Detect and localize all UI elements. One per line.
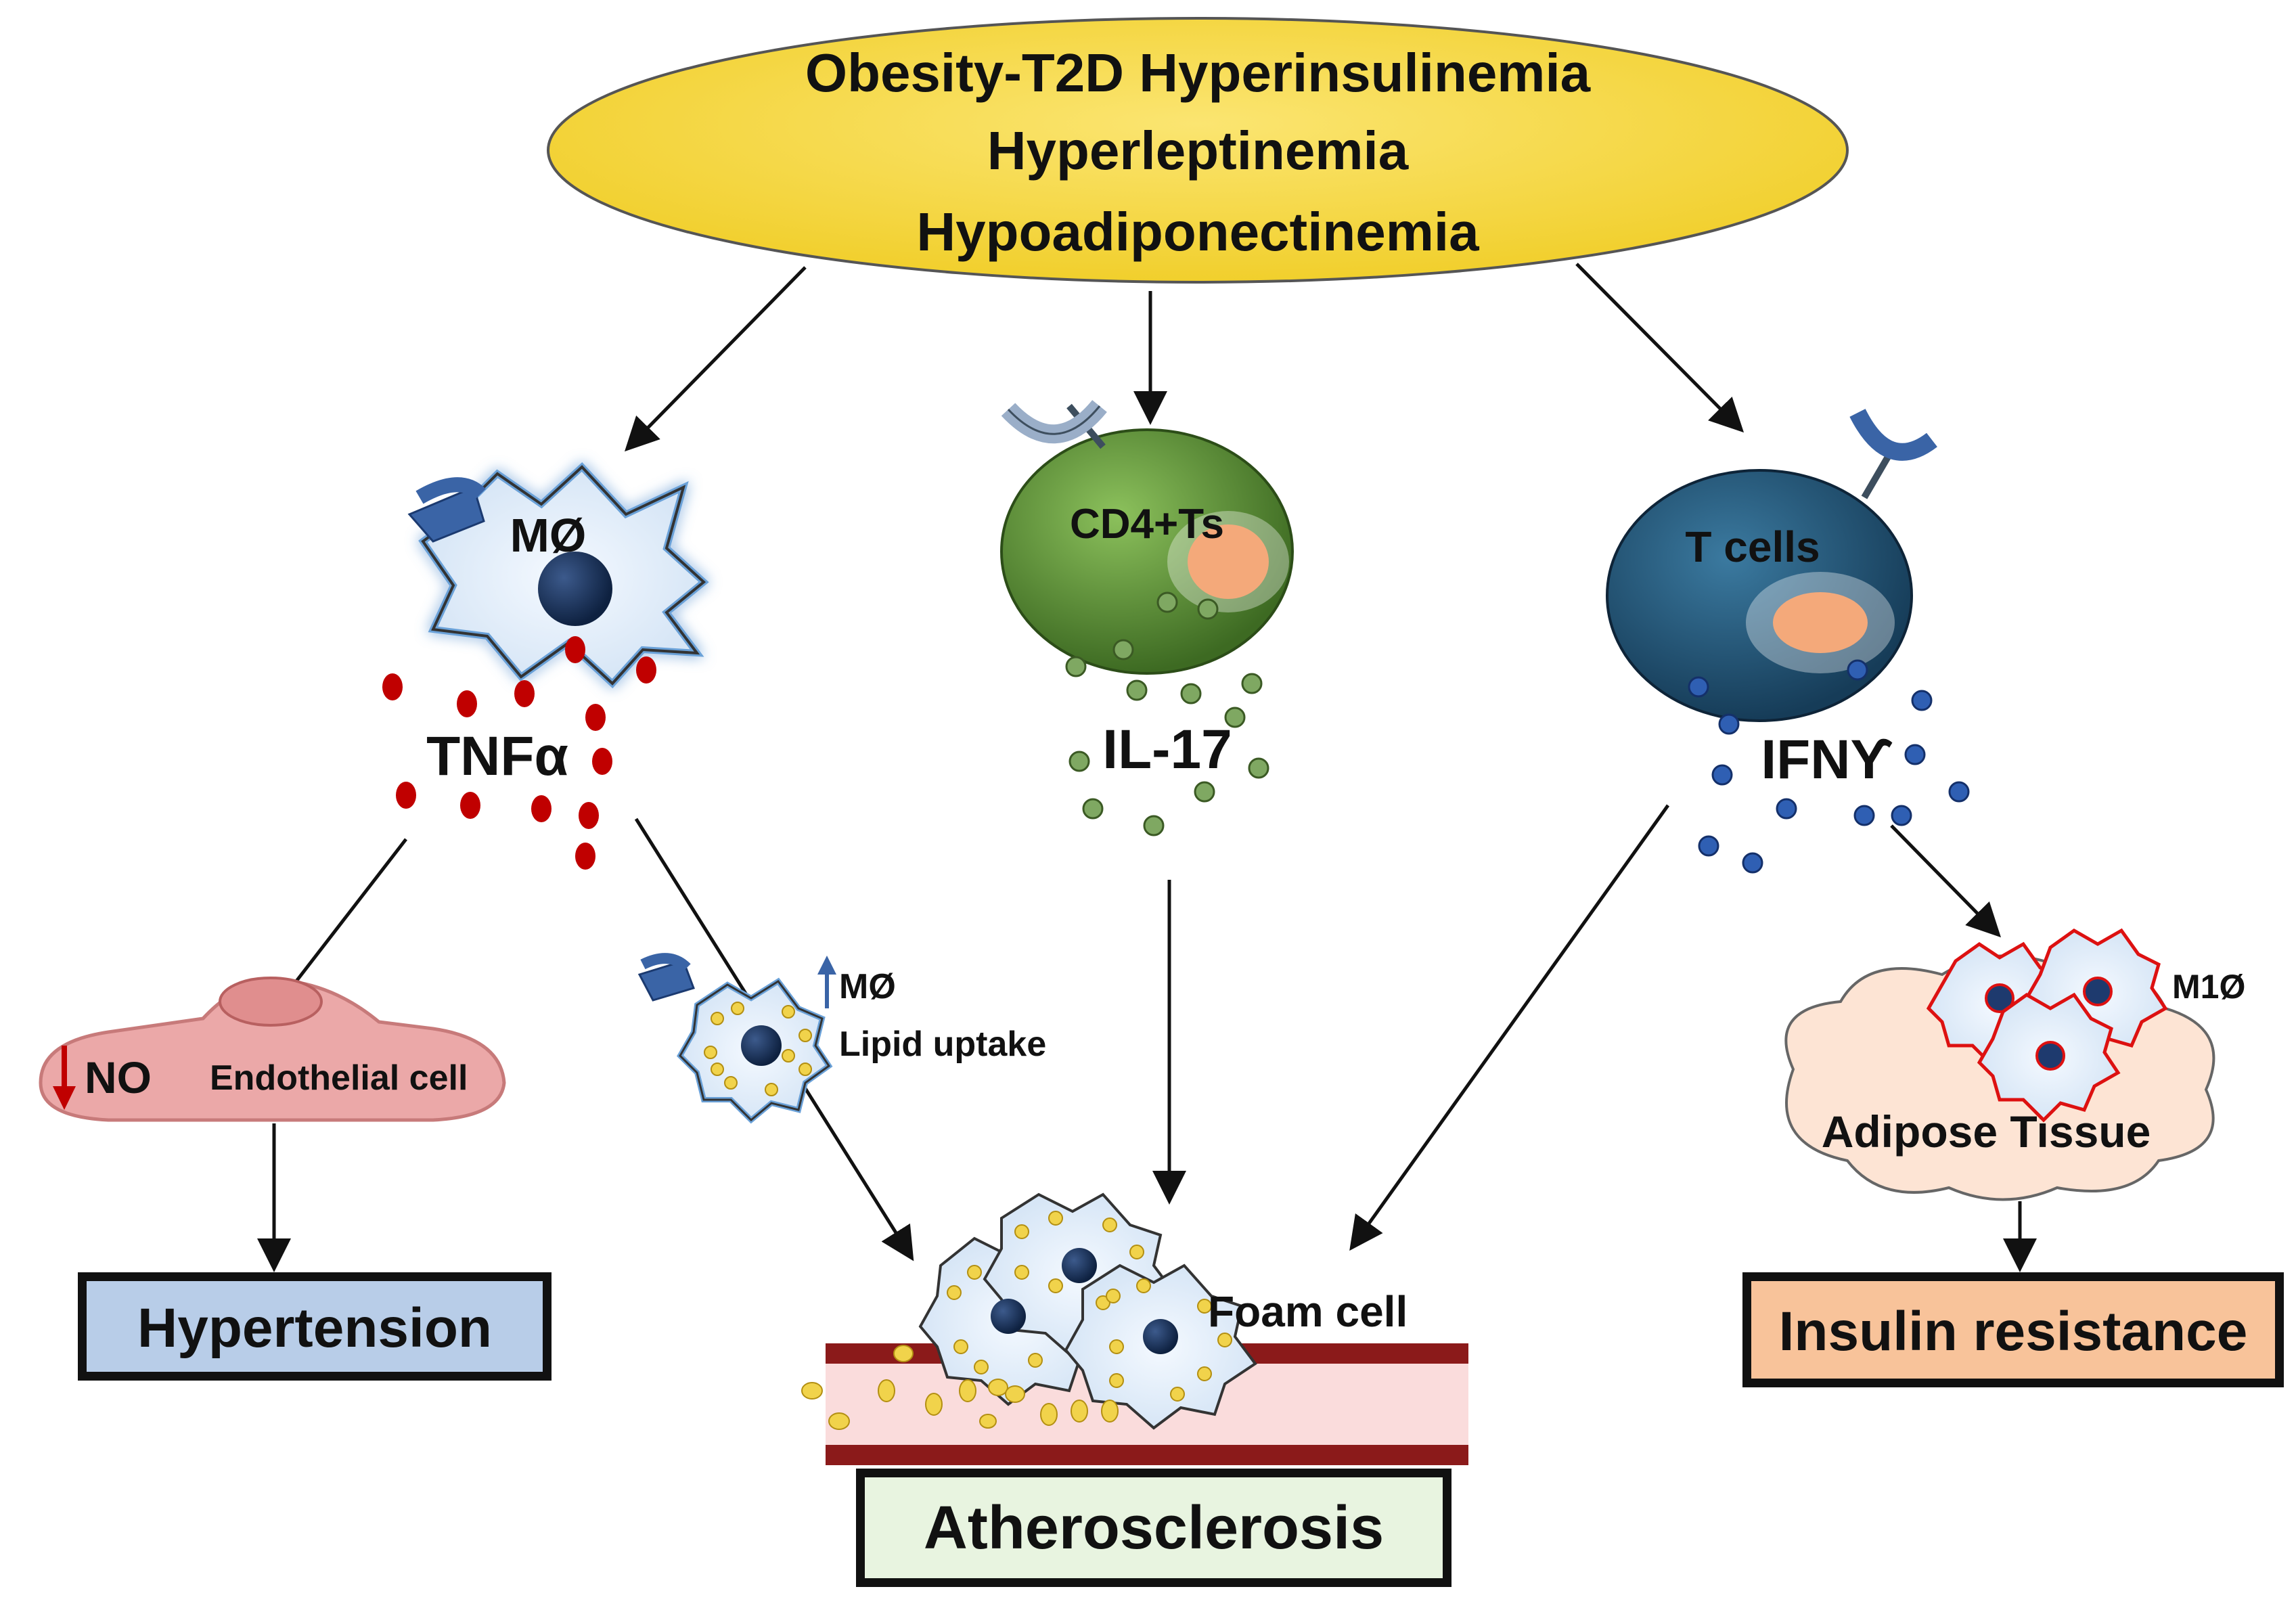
- tnf-label: TNFα: [426, 725, 568, 787]
- foam-cells: Foam cell: [801, 1192, 1408, 1430]
- endothelial-cell: NO Endothelial cell: [39, 977, 506, 1122]
- atherosclerosis-box: Atherosclerosis: [856, 1469, 1451, 1587]
- header-ellipse: Obesity-T2D Hyperinsulinemia Hyperleptin…: [547, 17, 1849, 284]
- m1-macrophages: M1Ø: [1926, 928, 2245, 1123]
- arrow-ifn-to-m1: [1890, 824, 2002, 938]
- arrow-ifn-to-foam: [1349, 804, 1670, 1251]
- m1-label: M1Ø: [2172, 968, 2245, 1006]
- adipose-label: Adipose Tissue: [1822, 1106, 2151, 1157]
- tcell-label: T cells: [1685, 522, 1820, 571]
- arrow-to-macrophage: [624, 266, 807, 452]
- receptor-icon: [407, 477, 486, 543]
- ifn-dots: [1688, 659, 1970, 874]
- macrophage-label: MØ: [510, 509, 587, 562]
- lipid-macrophage: MØ Lipid uptake: [637, 953, 1046, 1124]
- il17-dots: [1065, 591, 1269, 836]
- ifn-label: IFNϒ: [1761, 729, 1893, 790]
- cd4-label: CD4+Ts: [1070, 501, 1224, 547]
- hypertension-label: Hypertension: [137, 1297, 492, 1359]
- il17-label: IL-17: [1102, 719, 1232, 780]
- header-line-2: Hyperleptinemia: [987, 120, 1409, 181]
- hypertension-box: Hypertension: [78, 1272, 552, 1381]
- down-arrow-icon: [53, 1046, 76, 1110]
- header-line-3: Hypoadiponectinemia: [916, 202, 1479, 262]
- insulin-resistance-box: Insulin resistance: [1742, 1272, 2284, 1387]
- receptor-icon: [1001, 399, 1107, 449]
- atherosclerosis-label: Atherosclerosis: [924, 1494, 1384, 1562]
- header-line-1: Obesity-T2D Hyperinsulinemia: [805, 43, 1591, 103]
- mo-small-label: MØ: [839, 967, 896, 1006]
- lipid-uptake-label: Lipid uptake: [839, 1025, 1046, 1064]
- tcell-cell: T cells: [1606, 408, 1937, 722]
- macrophage-nucleus: [538, 552, 612, 626]
- tnf-dots: [382, 636, 656, 870]
- endothelial-label: Endothelial cell: [210, 1058, 468, 1098]
- foam-cell-label: Foam cell: [1208, 1287, 1408, 1336]
- no-label: NO: [85, 1052, 152, 1102]
- inhibit-to-endothelial: [290, 838, 407, 989]
- insulin-resistance-label: Insulin resistance: [1779, 1301, 2248, 1362]
- macrophage-cell: MØ: [407, 462, 709, 689]
- up-arrow-icon: [817, 956, 836, 1008]
- receptor-icon: [637, 953, 695, 1002]
- arrow-to-tcells: [1575, 263, 1744, 433]
- cd4-cell: CD4+Ts: [1000, 399, 1294, 675]
- receptor-icon: [1849, 408, 1937, 499]
